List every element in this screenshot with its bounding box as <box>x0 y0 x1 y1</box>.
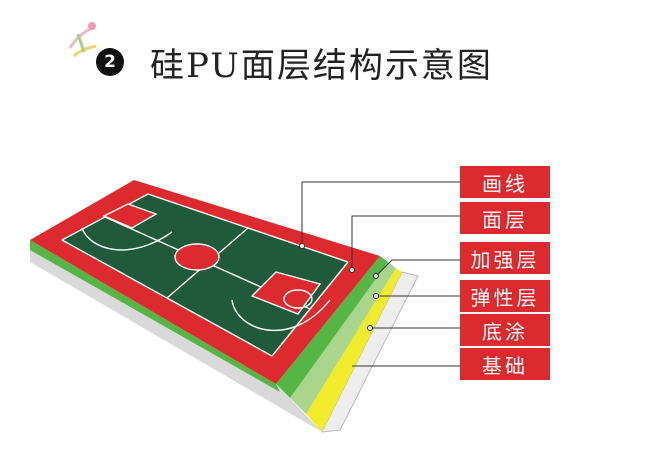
layer-label-surface: 面层 <box>460 202 550 234</box>
leader-lines <box>299 181 460 367</box>
brand-logo-icon <box>68 22 97 58</box>
page-title: 硅PU面层结构示意图 <box>150 45 493 86</box>
layer-label-foundation: 基础 <box>460 348 550 380</box>
slab-front-green <box>30 240 280 392</box>
court-lines <box>61 193 349 357</box>
step-number-badge: 2 <box>96 48 124 76</box>
layer-elastic-strip <box>290 262 396 414</box>
court-green-surface <box>62 194 348 356</box>
layer-primer-strip <box>306 268 402 432</box>
layer-label-reinforcement: 加强层 <box>460 242 550 274</box>
layer-label-line-marking: 画线 <box>460 166 550 198</box>
leader-line-1 <box>351 215 460 270</box>
layer-reinforce-strip <box>276 256 388 398</box>
leader-line-2 <box>375 259 460 277</box>
leader-line-0 <box>301 181 460 246</box>
page-header: 2 硅PU面层结构示意图 <box>96 38 493 86</box>
layer-label-elastic: 弹性层 <box>460 280 550 312</box>
layer-foundation-strip <box>321 271 419 433</box>
layer-label-primer: 底涂 <box>460 314 550 346</box>
